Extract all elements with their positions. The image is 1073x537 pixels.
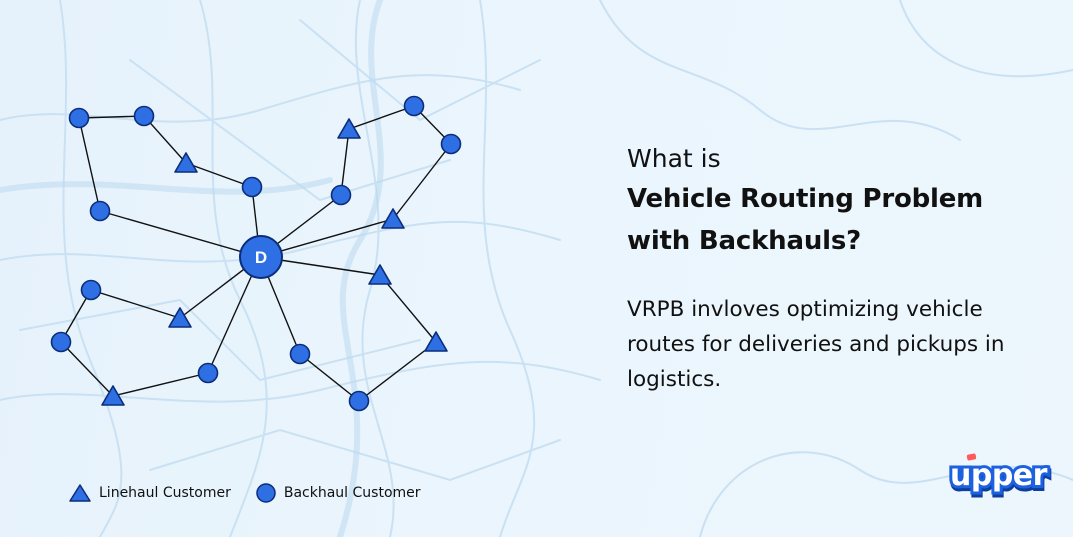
legend-label-linehaul: Linehaul Customer [99, 485, 231, 501]
route-edge [112, 372, 209, 397]
legend-item-linehaul: Linehaul Customer [68, 483, 231, 503]
route-edge [143, 115, 187, 164]
legend-label-backhaul: Backhaul Customer [283, 485, 421, 501]
backhaul-customer-node [241, 176, 263, 198]
linehaul-customer-node [174, 152, 198, 173]
backhaul-customer-node [50, 331, 72, 353]
route-edge [90, 289, 181, 319]
linehaul-customer-node [424, 331, 448, 352]
description-text: VRPB invloves optimizing vehicle routes … [627, 297, 1005, 392]
route-edge [78, 117, 101, 212]
route-edge [379, 274, 437, 343]
route-edge [60, 341, 114, 397]
headline-title-line2: with Backhauls? [627, 226, 862, 256]
backhaul-customer-node [440, 133, 462, 155]
logo-shadow: upper [948, 458, 1051, 499]
linehaul-customer-node [337, 118, 361, 139]
route-edge [358, 341, 437, 402]
legend-item-backhaul: Backhaul Customer [255, 482, 421, 504]
depot-label: D [255, 248, 267, 267]
route-edge [99, 210, 261, 258]
route-edge [392, 143, 452, 220]
route-edge [299, 353, 360, 402]
route-edge [259, 218, 394, 258]
linehaul-customer-node [368, 264, 392, 285]
backhaul-customer-node [348, 390, 370, 412]
route-edge [348, 105, 415, 130]
linehaul-customer-node [101, 385, 125, 406]
circle-icon [256, 483, 276, 503]
upper-logo: upper upper [947, 453, 1051, 499]
backhaul-customer-node [80, 279, 102, 301]
backhaul-customer-node [289, 343, 311, 365]
logo-text: upper [947, 455, 1050, 496]
route-edge [78, 115, 145, 119]
backhaul-customer-node [89, 200, 111, 222]
linehaul-customer-node [168, 307, 192, 328]
backhaul-customer-node [403, 95, 425, 117]
backhaul-customer-node [68, 107, 90, 129]
route-edge [340, 128, 350, 196]
headline-title-line1: Vehicle Routing Problem [627, 184, 984, 214]
legend: Linehaul Customer Backhaul Customer [68, 482, 445, 504]
depot-node: D [239, 235, 283, 279]
linehaul-customer-node [381, 208, 405, 229]
triangle-icon [69, 484, 91, 502]
route-edge [185, 162, 253, 188]
backhaul-customer-node [330, 184, 352, 206]
headline-intro: What is [627, 144, 721, 173]
backhaul-customer-node [133, 105, 155, 127]
backhaul-customer-node [197, 362, 219, 384]
headline: What is Vehicle Routing Problem with Bac… [627, 140, 1047, 262]
